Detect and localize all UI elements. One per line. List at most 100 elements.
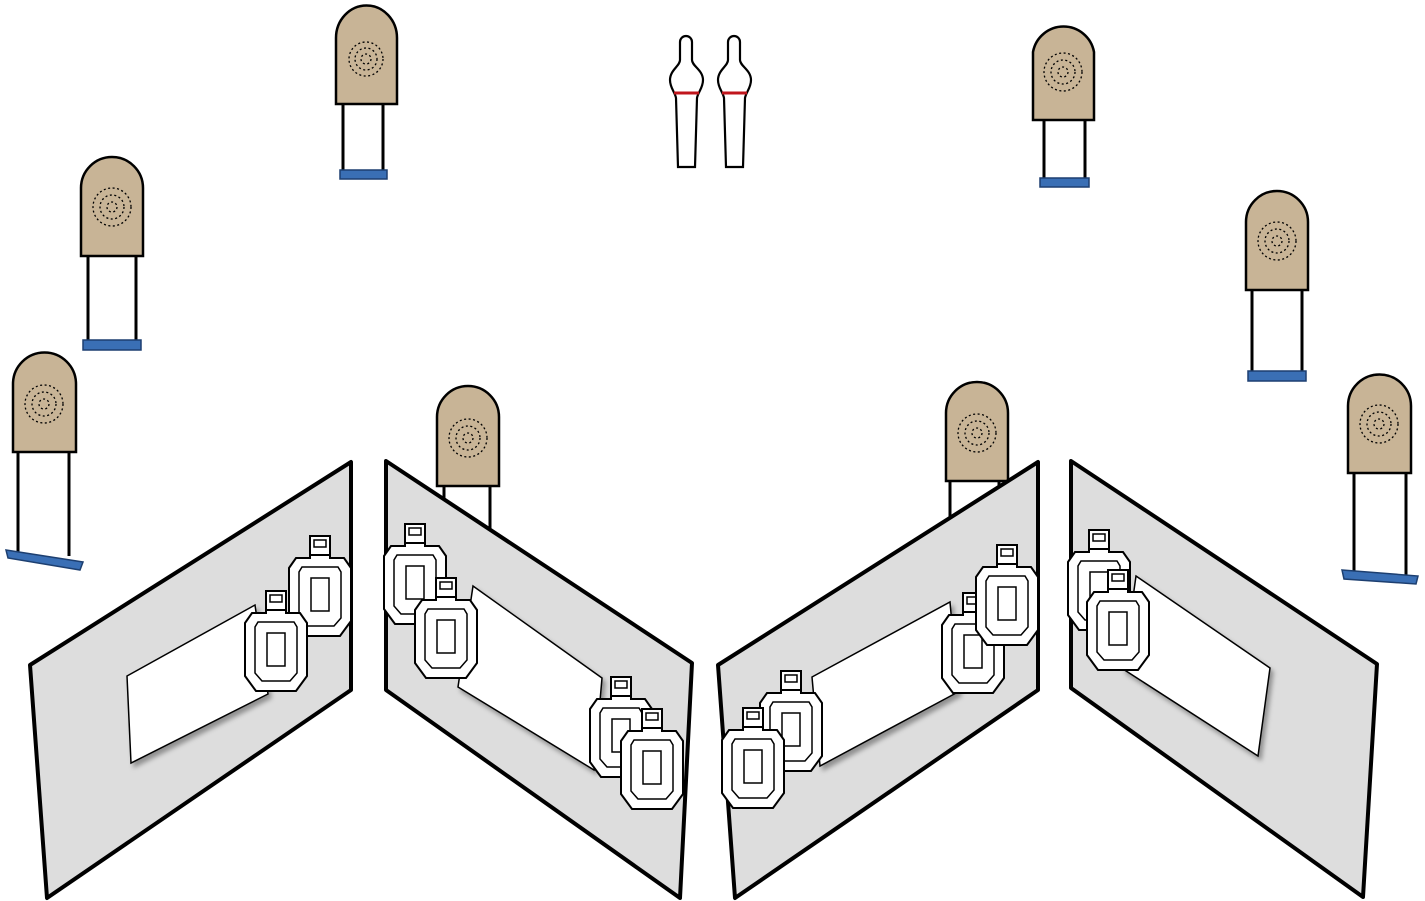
- steel-head-plate: [780, 670, 802, 691]
- paper-target-6: [1341, 373, 1419, 585]
- bowling-pin-icon: [668, 34, 705, 169]
- paper-target-icon: [334, 4, 399, 106]
- steel-a-zone: [405, 565, 425, 600]
- stand-legs: [86, 256, 138, 342]
- scoring-rings: [92, 187, 132, 227]
- steel-head-zone: [746, 711, 760, 720]
- steel-scoring-zone: [424, 608, 468, 669]
- steel-head-zone: [439, 581, 453, 590]
- paper-target-icon: [11, 351, 78, 454]
- steel-head-zone: [614, 680, 628, 689]
- steel-a-zone: [266, 632, 286, 667]
- stand-base: [1039, 177, 1090, 188]
- bowling-pins: [668, 34, 753, 169]
- paper-target-4: [1031, 25, 1096, 188]
- steel-body-plate: [975, 562, 1039, 646]
- steel-a-zone: [781, 712, 801, 747]
- steel-scoring-zone: [731, 738, 775, 799]
- stand-base: [339, 169, 388, 180]
- barricade-walls: [28, 459, 1379, 900]
- steel-head-zone: [1000, 548, 1014, 557]
- steel-scoring-zone: [985, 575, 1029, 636]
- scoring-rings: [1043, 52, 1083, 92]
- steel-body-plate: [414, 595, 478, 679]
- steel-a-zone: [436, 619, 456, 654]
- steel-scoring-zone: [769, 701, 813, 762]
- steel-silhouette-icon: [975, 544, 1039, 646]
- stand-base: [1341, 569, 1419, 585]
- paper-targets: [4, 4, 1419, 585]
- scoring-rings: [957, 413, 997, 453]
- steel-head-zone: [313, 539, 327, 548]
- stand-legs: [1352, 472, 1408, 576]
- stand-legs: [341, 103, 385, 172]
- steel-scoring-zone: [1096, 600, 1140, 661]
- stand-legs: [1042, 120, 1087, 182]
- scoring-rings: [1257, 221, 1297, 261]
- steel-targets: [244, 523, 1150, 810]
- steel-head-zone: [408, 527, 422, 536]
- steel-silhouette-icon: [721, 707, 785, 809]
- paper-target-icon: [79, 155, 145, 258]
- barricade-wall-1: [28, 460, 353, 900]
- barricade-wall-2: [384, 459, 694, 900]
- stand-legs: [1250, 290, 1304, 375]
- paper-target-icon: [435, 384, 501, 488]
- steel-a-zone: [1108, 611, 1128, 646]
- steel-a-zone: [963, 634, 983, 669]
- steel-head-zone: [1111, 573, 1125, 582]
- paper-target-icon: [1346, 373, 1413, 475]
- scoring-rings: [24, 384, 64, 424]
- steel-a-zone: [310, 577, 330, 612]
- steel-silhouette-icon: [1086, 569, 1150, 671]
- paper-target-2: [79, 155, 145, 351]
- steel-silhouette-icon: [620, 708, 684, 810]
- paper-target-icon: [944, 380, 1010, 483]
- steel-head-plate: [641, 708, 663, 729]
- stand-base: [82, 339, 142, 351]
- bowling-pin-icon: [716, 34, 753, 169]
- steel-scoring-zone: [298, 566, 342, 627]
- steel-head-plate: [1088, 529, 1110, 550]
- steel-scoring-zone: [630, 739, 674, 800]
- steel-body-plate: [1086, 587, 1150, 671]
- steel-head-plate: [309, 535, 331, 556]
- steel-head-plate: [1107, 569, 1129, 590]
- steel-silhouette-icon: [288, 535, 352, 637]
- barricade-window: [126, 603, 269, 765]
- steel-a-zone: [743, 749, 763, 784]
- steel-body-plate: [721, 725, 785, 809]
- scoring-rings: [348, 41, 384, 77]
- stand-legs: [16, 452, 71, 556]
- steel-head-plate: [742, 707, 764, 728]
- steel-head-plate: [610, 676, 632, 697]
- steel-head-plate: [996, 544, 1018, 565]
- steel-head-plate: [265, 590, 287, 611]
- steel-body-plate: [244, 608, 308, 692]
- paper-target-icon: [1244, 189, 1310, 292]
- steel-silhouette-icon: [414, 577, 478, 679]
- steel-head-zone: [1092, 533, 1106, 542]
- paper-target-1: [334, 4, 399, 180]
- steel-head-plate: [435, 577, 457, 598]
- steel-a-zone: [997, 586, 1017, 621]
- steel-scoring-zone: [254, 621, 298, 682]
- steel-silhouette-icon: [244, 590, 308, 692]
- steel-head-zone: [269, 594, 283, 603]
- paper-target-icon: [1031, 25, 1096, 122]
- steel-head-zone: [645, 712, 659, 721]
- barricade-wall-4: [1069, 459, 1379, 899]
- steel-body-plate: [620, 726, 684, 810]
- scoring-rings: [448, 418, 488, 458]
- steel-a-zone: [642, 750, 662, 785]
- steel-head-plate: [404, 523, 426, 544]
- paper-target-3: [4, 351, 85, 571]
- stand-base: [1247, 370, 1307, 382]
- scoring-rings: [1359, 404, 1399, 444]
- steel-body-plate: [288, 553, 352, 637]
- stand-base: [4, 549, 85, 571]
- steel-head-zone: [784, 674, 798, 683]
- paper-target-5: [1244, 189, 1310, 382]
